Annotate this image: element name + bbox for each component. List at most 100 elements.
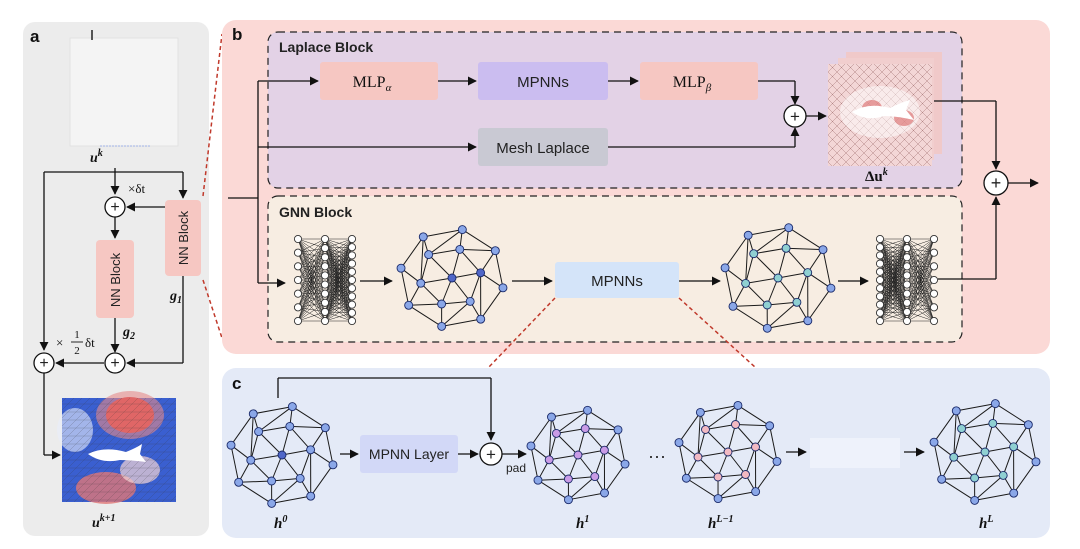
graph-edge [974,492,1014,501]
mlp-edge [324,275,353,322]
graph-edge [995,403,1029,426]
input-field-image [69,37,179,147]
mlp-edge [906,293,935,304]
mlp-edge [879,284,908,305]
graph-edge [777,277,798,303]
mlp-neuron [875,275,885,285]
graph-edge [577,454,596,477]
mlp-edge [324,271,353,285]
mlp-edge [879,311,908,314]
graph-edge [933,410,957,443]
mlp-edge [879,293,908,314]
fish-icon [852,100,914,120]
mlp-edge [324,275,353,305]
graph-edge [441,277,453,305]
laplacian-field-image [828,52,942,166]
graph-node [404,300,414,310]
mlp-neuron [902,262,912,271]
mlp-edge [879,246,908,258]
mlp-edge [879,247,908,294]
mlp-edge [324,257,353,289]
h0-label: h0 [274,514,287,532]
graph-edge [548,416,552,460]
graph-edge [745,446,756,475]
graph-edge [705,405,739,430]
mlp-edge [879,238,908,249]
graph-edge [428,229,463,256]
graph-edge [953,456,975,479]
graph-node [1023,420,1033,430]
mlp-edge [906,238,935,294]
mlp-alpha-label: MLPα [353,74,392,94]
mlp-edge [879,302,908,314]
graph-node [246,455,256,465]
mlp-edge [906,279,935,322]
mlp-neuron [347,259,357,268]
mlp-edge [879,288,908,313]
mlp-edge [906,238,935,258]
mlp-edge [879,255,908,294]
mlp-edge [879,263,908,303]
graph-edge [428,248,460,256]
graph-node [957,424,967,434]
graph-node [731,420,740,429]
mlp-edge [324,302,353,322]
panel-c-background [222,368,1050,538]
mlp-edge [324,263,353,285]
mlp-edge [324,266,353,322]
graph-node [951,406,961,416]
delta-u-label: Δuk [865,167,888,185]
mlp-decoder-icon [875,234,939,326]
graph-node [490,246,500,256]
mlp-edge [324,312,353,322]
graph-node [613,425,623,435]
mlp-edge [879,255,908,285]
mlp-neuron [293,262,303,271]
g1-label: g1 [169,289,182,306]
graph-node [563,474,573,484]
mlp-edge [879,271,908,303]
plus-symbol: + [486,445,496,464]
graph-edge [686,477,719,499]
mlp-edge [297,247,326,253]
mlp-neuron [929,262,939,271]
mlp-edge [324,238,353,276]
graph-edge [732,305,768,329]
mpnns-top-box [478,62,608,100]
graph-node [547,412,556,422]
graph-node [573,450,583,460]
mesh-laplace-box [478,128,608,166]
mlp-edge [879,263,908,313]
graph-edge [310,464,334,497]
mlp-edge [879,284,908,322]
mlp-edge [324,255,353,322]
mlp-edge [879,257,908,322]
graph-node [551,428,561,438]
laplace-block [267,31,963,189]
mlp-edge [324,247,353,272]
mlp-edge [324,284,353,322]
graph-edge [459,249,481,274]
mlp-edge [324,255,353,267]
mlp-edge [879,266,908,281]
graph-edge [941,477,975,480]
graph-edge [289,426,311,451]
graph-node [929,437,939,447]
graph-edge [727,424,736,453]
mlp-neuron [293,303,303,312]
graph-edge [271,495,311,504]
mlp-edge [324,238,353,322]
mlp-edge [879,238,908,285]
mlp-edge [324,266,353,297]
mlp-edge [879,275,908,322]
mlp-edge [297,311,326,322]
half-dt-prefix: × [56,335,63,350]
graph-node [424,250,434,260]
graph-edge [604,463,626,494]
graph-node [287,402,297,412]
mlp-edge [879,271,908,313]
graph-node [418,232,428,242]
mlp-edge [324,302,353,305]
graph-edge [408,304,442,327]
